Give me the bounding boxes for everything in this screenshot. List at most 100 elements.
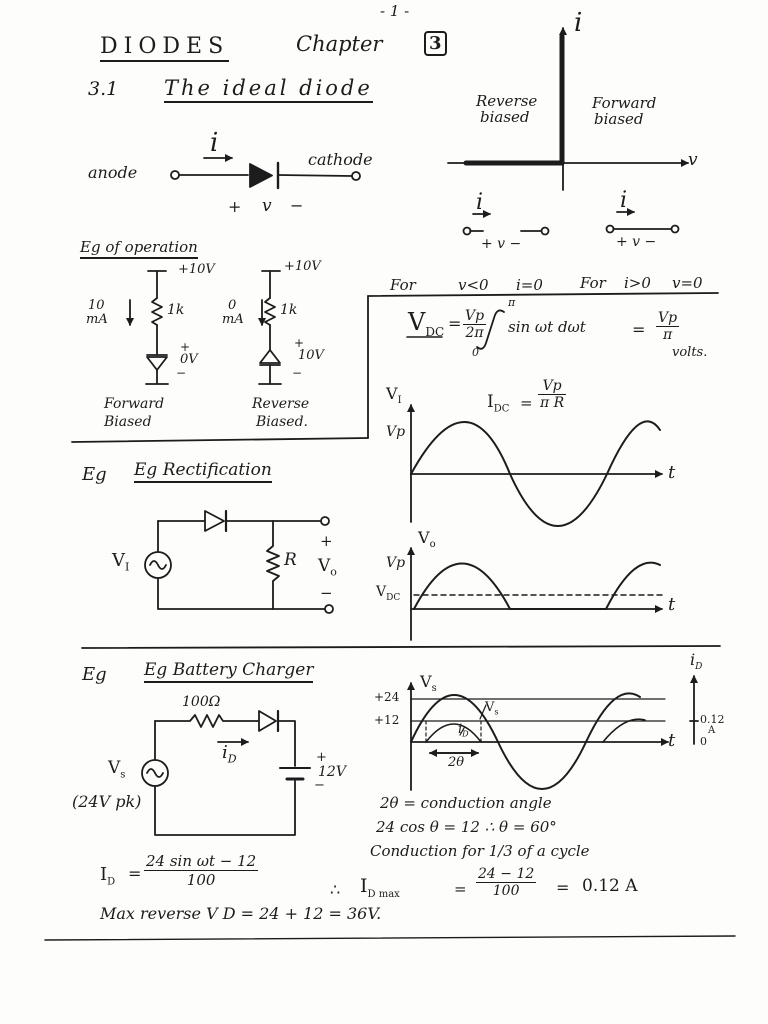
rect-source-label: VI — [112, 550, 130, 574]
charger-source-label: Vs — [108, 758, 126, 781]
battery-plus: + — [316, 750, 327, 765]
charger-y-label: Vs — [420, 672, 437, 695]
tick-12: +12 — [374, 713, 400, 727]
battery-value: 12V — [318, 764, 346, 780]
idmax-lhs: ID max — [360, 875, 400, 900]
rect-resistor-label: R — [284, 550, 297, 570]
integrand: sin ωt dωt — [508, 318, 586, 336]
idc-equals: = — [520, 394, 533, 412]
input-waveform — [407, 404, 663, 526]
vdc-units: volts. — [672, 345, 708, 360]
right-resistor-label: 1k — [280, 302, 298, 318]
vdc-equals-2: = — [632, 320, 646, 339]
idc-numerator: Vp — [538, 378, 567, 395]
short-circuit-current: i — [620, 188, 628, 213]
short-circuit-voltage: + v − — [616, 234, 657, 250]
curve-vs-label: Vs — [485, 700, 499, 717]
right-current-value: 0 — [228, 298, 237, 313]
conduction-angle-label: 2θ — [448, 755, 465, 770]
cond-v-zero: v=0 — [672, 274, 703, 292]
diode-plus: + — [228, 197, 242, 216]
diode-minus: − — [290, 196, 304, 215]
right-caption-2: Biased. — [256, 414, 308, 430]
operation-title: Eg of operation — [80, 238, 198, 259]
left-current-value: 10 — [88, 298, 105, 313]
iv-current-axis-label: i — [574, 8, 583, 38]
open-circuit-current: i — [476, 190, 484, 215]
vdc-label: VDC — [408, 308, 445, 339]
rect-output-plus: + — [320, 532, 333, 550]
max-reverse-voltage: Max reverse V D = 24 + 12 = 36V. — [100, 904, 382, 923]
right-current-unit: mA — [222, 312, 244, 327]
id-axis-zero: 0 — [700, 735, 707, 748]
open-circuit-voltage: + v − — [481, 236, 522, 252]
battery-minus: − — [314, 778, 325, 793]
left-caption-1: Forward — [104, 396, 165, 412]
integral-upper-limit: π — [508, 296, 516, 309]
iv-characteristic — [448, 27, 689, 235]
output-x-label: t — [668, 594, 676, 615]
left-plus: + — [180, 340, 191, 354]
id-formula-lhs: ID — [100, 864, 116, 888]
rect-output-label: Vo — [318, 556, 337, 579]
left-supply: +10V — [178, 262, 215, 277]
tick-24: +24 — [374, 690, 400, 704]
rectifier-circuit — [145, 511, 333, 613]
right-caption-1: Reverse — [252, 396, 310, 412]
charger-current-label: iD — [222, 742, 237, 766]
right-diode-voltage: 10V — [298, 348, 324, 363]
output-y-label: Vo — [418, 528, 436, 551]
note-theta: 24 cos θ = 12 ∴ θ = 60° — [376, 818, 557, 836]
idmax-equals: = — [454, 880, 467, 898]
cond-for-1: For — [390, 276, 416, 294]
vdc-coefficient: Vp 2π — [463, 308, 487, 341]
id-formula-numerator: 24 sin ωt − 12 — [144, 852, 259, 871]
charger-resistor-label: 100Ω — [182, 694, 221, 710]
vdc-result-denominator: π — [662, 327, 673, 343]
vdc-result: Vp π — [656, 310, 680, 343]
integral-lower-limit: 0 — [472, 346, 479, 359]
note-conduction-angle: 2θ = conduction angle — [380, 794, 552, 812]
integral-sign — [477, 310, 504, 348]
charger-eg: Eg — [82, 664, 107, 685]
output-peak-label: Vp — [386, 555, 406, 571]
cond-i-zero: i=0 — [516, 276, 543, 294]
right-supply: +10V — [284, 259, 321, 274]
vdc-result-numerator: Vp — [656, 310, 680, 327]
id-axis-value: 0.12 — [700, 713, 725, 726]
cond-for-2: For — [580, 274, 606, 292]
id-formula-equals: = — [128, 864, 142, 883]
cond-i-positive: i>0 — [624, 274, 651, 292]
input-x-label: t — [668, 462, 676, 483]
curve-id-label: iD — [458, 722, 469, 739]
charger-source-spec: (24V pk) — [72, 792, 142, 811]
vdc-coefficient-numerator: Vp — [463, 308, 487, 325]
note-one-third: Conduction for 1/3 of a cycle — [370, 842, 590, 860]
idc-fraction: Vp π R — [538, 378, 567, 411]
left-minus: − — [176, 366, 187, 380]
section-title: The ideal diode — [164, 76, 373, 103]
input-peak-label: Vp — [386, 424, 406, 440]
diode-current-label: i — [210, 128, 219, 158]
rectification-title: Eg Rectification — [134, 460, 272, 483]
rect-output-minus: − — [320, 584, 333, 602]
vdc-equals: = — [448, 314, 462, 333]
left-diode-voltage: 0V — [180, 352, 198, 367]
id-formula-denominator: 100 — [186, 871, 216, 889]
output-dc-label: VDC — [376, 584, 401, 603]
idmax-equals-2: = — [556, 878, 570, 897]
ideal-diode-symbol — [171, 154, 360, 188]
reverse-label: Reverse — [476, 92, 538, 110]
id-axis-label: iD — [690, 650, 703, 673]
page-title: DIODES — [100, 34, 230, 62]
operation-circuits — [126, 271, 281, 384]
section-dividers — [45, 293, 735, 940]
charger-waveform — [407, 675, 698, 790]
idc-denominator: π R — [540, 395, 565, 411]
left-resistor-label: 1k — [167, 302, 185, 318]
id-axis-unit: A — [708, 725, 716, 736]
left-current-unit: mA — [86, 312, 108, 327]
charger-x-label: t — [668, 730, 676, 751]
